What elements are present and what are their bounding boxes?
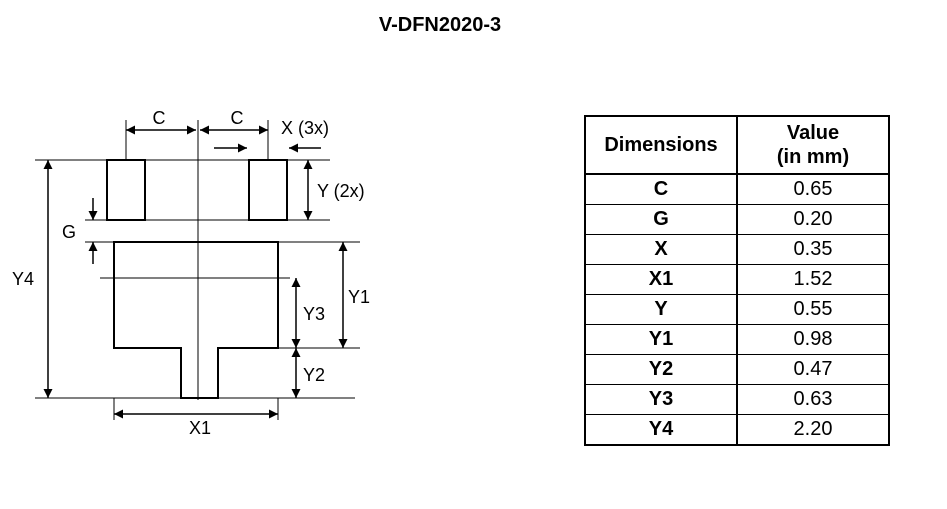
- dimension-value: 0.98: [736, 324, 890, 355]
- dimension-value: 1.52: [736, 264, 890, 295]
- label-y1: Y1: [348, 287, 370, 307]
- label-c-left: C: [153, 108, 166, 128]
- header-dimensions: Dimensions: [584, 115, 738, 175]
- extension-lines: [35, 120, 360, 420]
- header-value: Value (in mm): [736, 115, 890, 175]
- label-c-right: C: [231, 108, 244, 128]
- dimension-name: X1: [584, 264, 738, 295]
- label-y4: Y4: [12, 269, 34, 289]
- dimension-name: Y4: [584, 414, 738, 446]
- label-y2: Y2: [303, 365, 325, 385]
- dimension-value: 0.65: [736, 173, 890, 205]
- page-title: V-DFN2020-3: [378, 14, 502, 36]
- dimension-lines: [43, 125, 348, 419]
- dimension-name: X: [584, 234, 738, 265]
- dimension-name: Y: [584, 294, 738, 325]
- dimension-value: 0.35: [736, 234, 890, 265]
- dimension-value: 0.20: [736, 204, 890, 235]
- dimension-name: Y3: [584, 384, 738, 415]
- pad-right: [248, 159, 288, 221]
- dimension-name: Y2: [584, 354, 738, 385]
- header-value-line1: Value: [786, 122, 840, 144]
- dimension-name: G: [584, 204, 738, 235]
- label-y-2x: Y (2x): [317, 181, 365, 201]
- label-x-3x: X (3x): [281, 118, 329, 138]
- header-value-line2: (in mm): [776, 146, 850, 168]
- dimension-value: 0.47: [736, 354, 890, 385]
- dimension-name: C: [584, 173, 738, 205]
- footprint-diagram: C C X (3x) Y (2x) G Y4 Y1 Y3 Y2 X1: [12, 108, 370, 438]
- dimension-name: Y1: [584, 324, 738, 355]
- label-x1: X1: [189, 418, 211, 438]
- dimension-value: 0.63: [736, 384, 890, 415]
- pad-left: [106, 159, 146, 221]
- pad-center: [113, 241, 279, 399]
- dimension-value: 2.20: [736, 414, 890, 446]
- label-g: G: [62, 222, 76, 242]
- label-y3: Y3: [303, 304, 325, 324]
- table-header-row: Dimensions Value (in mm): [584, 115, 890, 175]
- dimension-value: 0.55: [736, 294, 890, 325]
